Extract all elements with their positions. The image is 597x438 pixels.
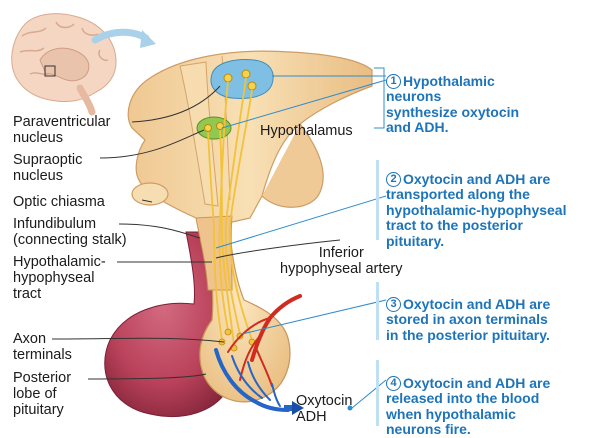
step-3-text: Oxytocin and ADH are stored in axon term… [386,296,550,343]
label-axon-terminals: Axon terminals [13,331,72,363]
zoom-arrow [95,32,146,40]
label-infundibulum: Infundibulum (connecting stalk) [13,216,127,248]
label-hypothalamic-hypophyseal-tract: Hypothalamic- hypophyseal tract [13,254,106,302]
step-number-2: 2 [386,172,401,187]
step-bars [376,160,379,426]
label-optic-chiasma: Optic chiasma [13,194,105,210]
paraventricular-nucleus [211,60,273,99]
label-posterior-lobe: Posterior lobe of pituitary [13,370,71,418]
supraoptic-nucleus [197,117,231,139]
step-number-3: 3 [386,297,401,312]
step-1-text: Hypothalamic neurons synthesize oxytocin… [386,73,519,136]
step-number-4: 4 [386,376,401,391]
step-2-text: Oxytocin and ADH are transported along t… [386,171,566,249]
step-4-text: Oxytocin and ADH are released into the b… [386,375,550,438]
label-hypothalamus: Hypothalamus [260,123,353,139]
label-paraventricular-nucleus: Paraventricular nucleus [13,114,111,146]
brain-inset [12,14,116,112]
label-supraoptic-nucleus: Supraoptic nucleus [13,152,82,184]
label-inferior-hypophyseal-artery: Inferior hypophyseal artery [280,245,403,277]
step-number-1: 1 [386,74,401,89]
label-oxytocin-adh: Oxytocin ADH [296,393,352,425]
